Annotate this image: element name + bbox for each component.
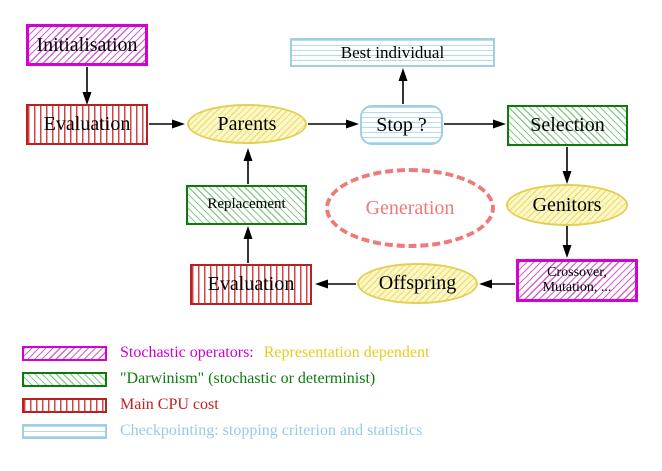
arrow-parents-to-stop: [308, 119, 359, 129]
node-stop-label: Stop ?: [376, 113, 427, 136]
node-crossover-label-line1: Crossover,: [547, 264, 607, 280]
legend-swatch-cyan-horizontal-stripes: [22, 423, 107, 439]
node-replacement: Replacement: [186, 185, 307, 225]
node-evaluation-top-label: Evaluation: [43, 113, 131, 135]
node-offspring-label: Offspring: [378, 272, 457, 294]
legend-row-stochastic-operators: Stochastic operators: Representation dep…: [22, 344, 429, 362]
legend-swatch-red-vertical-stripes: [22, 397, 107, 413]
arrow-stop-to-selection: [444, 119, 506, 129]
node-genitors-label: Genitors: [532, 193, 602, 216]
node-initialisation-label: Initialisation: [36, 33, 138, 56]
node-selection-label: Selection: [530, 114, 605, 136]
legend-label-stochastic-operators: Stochastic operators:: [120, 344, 254, 361]
node-offspring: Offspring: [357, 263, 478, 304]
node-generation-label: Generation: [365, 196, 455, 219]
node-evaluation-bottom: Evaluation: [190, 264, 312, 305]
arrow-selection-to-genitors: [562, 147, 572, 184]
node-generation: Generation: [325, 168, 495, 248]
arrow-evaluation-to-replacement: [243, 226, 253, 263]
legend-label-darwinism: "Darwinism" (stochastic or determinist): [120, 370, 376, 387]
node-crossover-mutation: Crossover, Mutation, ...: [516, 259, 638, 302]
node-parents: Parents: [187, 104, 307, 144]
legend-row-main-cpu-cost: Main CPU cost: [22, 396, 219, 414]
node-crossover-label-line2: Mutation, ...: [542, 279, 612, 295]
legend-row-darwinism: "Darwinism" (stochastic or determinist): [22, 370, 375, 388]
arrow-crossover-to-offspring: [479, 279, 515, 289]
arrow-stop-to-best-individual: [398, 68, 408, 104]
arrow-initialisation-to-evaluation: [82, 67, 92, 105]
legend-swatch-magenta-diagonal-hatch: [22, 345, 107, 361]
legend-row-checkpointing: Checkpointing: stopping criterion and st…: [22, 422, 422, 440]
node-best-individual: Best individual: [290, 38, 495, 67]
node-parents-label: Parents: [217, 112, 277, 135]
node-initialisation: Initialisation: [26, 24, 148, 66]
legend-swatch-green-diagonal-hatch: [22, 371, 107, 387]
node-evaluation-bottom-label: Evaluation: [207, 273, 295, 295]
node-stop: Stop ?: [360, 105, 443, 145]
arrow-replacement-to-parents: [243, 148, 253, 184]
node-evaluation-top: Evaluation: [26, 104, 148, 145]
legend-label-representation-dependent: Representation dependent: [263, 344, 430, 361]
legend-label-main-cpu-cost: Main CPU cost: [120, 396, 219, 413]
node-selection: Selection: [507, 105, 628, 146]
node-best-individual-label: Best individual: [340, 42, 445, 62]
arrow-offspring-to-evaluation: [315, 279, 356, 289]
node-genitors: Genitors: [506, 184, 628, 226]
arrow-genitors-to-crossover: [562, 226, 572, 258]
arrow-evaluation-to-parents: [149, 119, 185, 129]
legend-label-checkpointing: Checkpointing: stopping criterion and st…: [120, 422, 423, 439]
node-replacement-label: Replacement: [207, 196, 286, 213]
